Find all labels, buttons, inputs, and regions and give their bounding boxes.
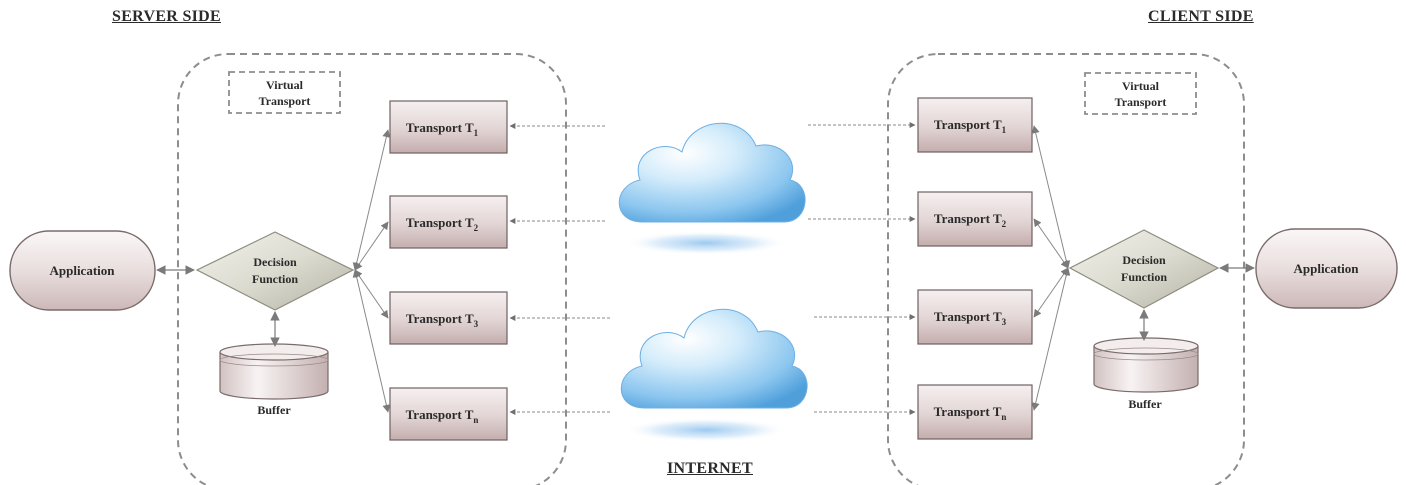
svg-text:Transport Tn: Transport Tn [934, 404, 1007, 422]
client-side-heading: CLIENT SIDE [1148, 8, 1254, 25]
server-decision-function: Decision Function [195, 231, 355, 311]
svg-text:Transport T3: Transport T3 [934, 309, 1007, 327]
internet-heading: INTERNET [667, 460, 753, 477]
svg-text:Buffer: Buffer [257, 403, 291, 417]
svg-text:Function: Function [1121, 270, 1167, 284]
client-decision-function: Decision Function [1068, 229, 1220, 309]
svg-text:Transport T2: Transport T2 [406, 215, 479, 233]
svg-text:Function: Function [252, 272, 298, 286]
svg-text:Decision: Decision [1122, 253, 1166, 267]
client-side: Virtual Transport Transport T1 Transport… [808, 53, 1398, 485]
server-transport-t2: Transport T2 [389, 195, 508, 249]
server-side-heading: SERVER SIDE [112, 8, 221, 25]
svg-text:Transport T1: Transport T1 [406, 120, 479, 138]
svg-text:Virtual: Virtual [266, 78, 304, 92]
cloud-icon [620, 308, 808, 442]
server-transport-tn: Transport Tn [389, 387, 508, 441]
server-transport-t1: Transport T1 [389, 100, 508, 154]
client-transport-t2: Transport T2 [917, 191, 1033, 247]
svg-text:Decision: Decision [253, 255, 297, 269]
client-virtual-transport-boundary [887, 53, 1245, 485]
cloud-icon [618, 122, 806, 255]
svg-text:Transport: Transport [259, 94, 311, 108]
client-transport-t1: Transport T1 [917, 97, 1033, 153]
server-side: Virtual Transport Application Decision F… [9, 53, 610, 485]
svg-text:Application: Application [49, 263, 115, 278]
svg-text:Transport Tn: Transport Tn [406, 407, 479, 425]
client-virtual-transport-label: Virtual Transport [1084, 72, 1197, 115]
server-application: Application [9, 230, 156, 311]
client-application: Application [1255, 228, 1398, 309]
svg-text:Transport T2: Transport T2 [934, 211, 1007, 229]
server-virtual-transport-label: Virtual Transport [228, 71, 341, 114]
server-buffer: Buffer [219, 343, 329, 417]
svg-text:Transport T1: Transport T1 [934, 117, 1007, 135]
svg-text:Virtual: Virtual [1122, 79, 1160, 93]
svg-text:Transport: Transport [1115, 95, 1167, 109]
server-transport-t3: Transport T3 [389, 291, 508, 345]
server-virtual-transport-boundary [177, 53, 567, 485]
client-transport-tn: Transport Tn [917, 384, 1033, 440]
client-buffer: Buffer [1093, 337, 1199, 411]
svg-text:Transport T3: Transport T3 [406, 311, 479, 329]
client-transport-t3: Transport T3 [917, 289, 1033, 345]
internet [618, 122, 808, 442]
svg-text:Buffer: Buffer [1128, 397, 1162, 411]
svg-text:Application: Application [1293, 261, 1359, 276]
